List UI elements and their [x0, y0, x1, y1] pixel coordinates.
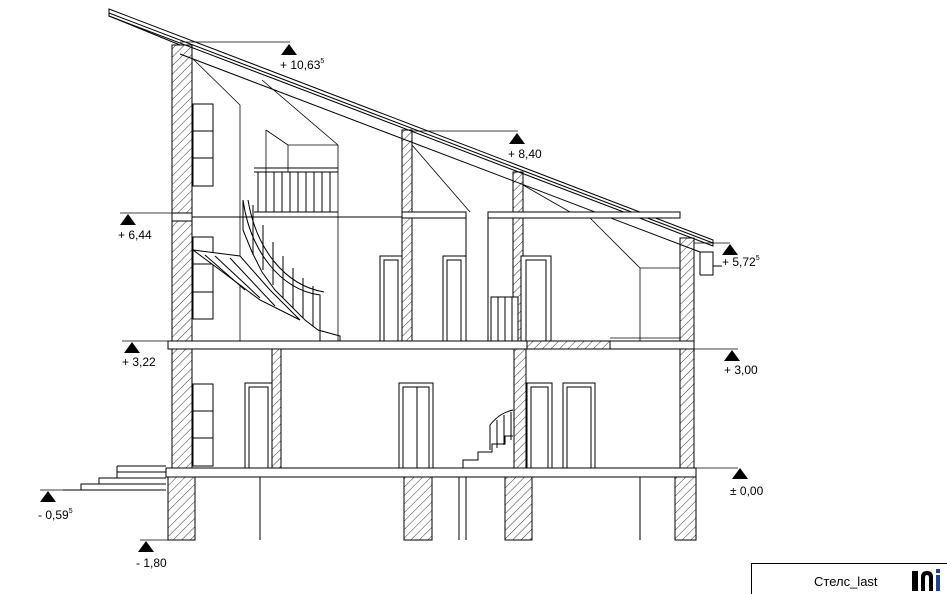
- lower-stair: [462, 409, 514, 468]
- title-block: Стелс_last: [751, 563, 947, 594]
- doors: [244, 255, 596, 469]
- right-exterior-wall: [674, 237, 697, 541]
- level-ridge: + 10,635: [280, 58, 324, 72]
- level-second-floor-left: + 3,22: [122, 355, 156, 369]
- left-windows: [192, 103, 214, 467]
- level-upper-floor: + 6,44: [118, 228, 152, 242]
- level-mid-ridge: + 8,40: [508, 147, 542, 161]
- left-exterior-wall: [167, 44, 196, 541]
- roof: [108, 8, 722, 276]
- project-name: Стелс_last: [814, 574, 878, 589]
- mezzanine-railing: [254, 167, 519, 342]
- level-markers: [40, 44, 748, 552]
- level-leaders: [40, 41, 738, 541]
- attic-lines: [191, 57, 680, 341]
- level-foundation: - 1,80: [136, 556, 167, 570]
- level-second-floor-right: + 3,00: [724, 363, 758, 377]
- architect-logo-icon: [912, 569, 940, 591]
- exterior-steps: [63, 465, 166, 491]
- level-labels: + 10,635 + 8,40 + 6,44 + 5,725 + 3,22 + …: [38, 58, 764, 570]
- level-eave: + 5,725: [722, 255, 760, 269]
- upper-stair: [191, 199, 341, 341]
- level-grade: - 0,595: [38, 508, 73, 522]
- level-ground-zero: ± 0,00: [730, 484, 764, 498]
